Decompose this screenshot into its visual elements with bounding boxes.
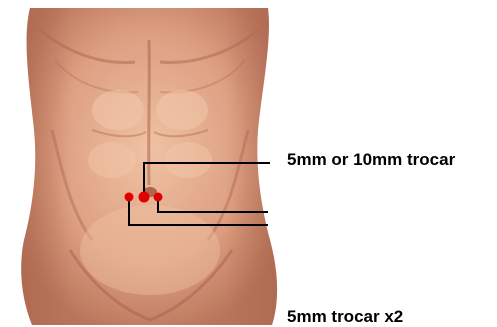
label-center-trocar: 5mm or 10mm trocar bbox=[287, 150, 455, 170]
port-marker-center bbox=[139, 192, 150, 203]
port-marker-right bbox=[154, 193, 163, 202]
label-side-trocars: 5mm trocar x2 bbox=[287, 307, 403, 327]
port-marker-left bbox=[125, 193, 134, 202]
